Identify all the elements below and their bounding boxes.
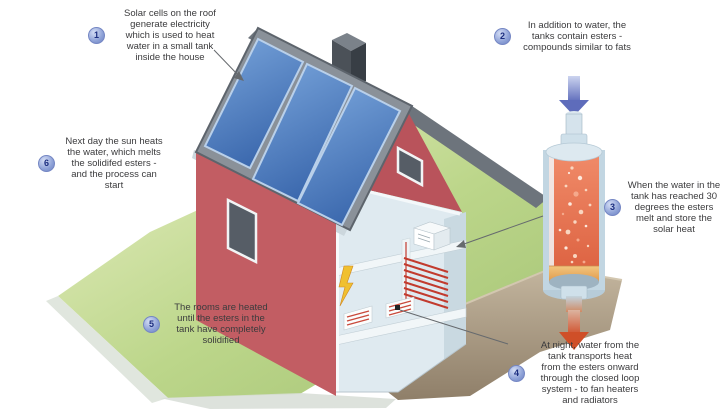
grass-edge-path (46, 296, 168, 403)
callout-line (395, 305, 509, 345)
step-1-text: Solar cells on the roof generate electri… (124, 8, 216, 63)
callout-line (456, 215, 544, 248)
roof (194, 26, 414, 232)
step-3-badge: 3 (604, 199, 621, 216)
fan-heater (413, 221, 451, 251)
house (192, 26, 548, 396)
step-3-text: When the water in the tank has reached 3… (627, 180, 720, 235)
step-6-text: Next day the sun heats the water, which … (65, 136, 163, 191)
step-2-badge: 2 (494, 28, 511, 45)
solar-panel (203, 37, 305, 170)
solar-panel (296, 86, 402, 227)
gable-window (396, 145, 424, 188)
step-2-text: In addition to water, the tanks contain … (523, 20, 631, 53)
front-wall (196, 152, 336, 396)
step-5-badge: 5 (143, 315, 160, 333)
tank-fluid (549, 156, 599, 282)
callout-step-5: 5 The rooms are heated until the esters … (143, 302, 277, 346)
gable-wall (368, 112, 462, 212)
ester-particles (558, 166, 592, 264)
callout-step-3: 3 When the water in the tank has reached… (604, 180, 720, 235)
path-strip (160, 393, 396, 409)
radiator (343, 305, 373, 331)
heat-storage-tank (543, 76, 605, 350)
callout-lines (213, 49, 544, 345)
lightning-bolt-icon (338, 265, 354, 307)
callout-step-4: 4 At night, water from the tank transpor… (508, 340, 650, 406)
house-interior-cutaway (333, 190, 467, 393)
step-5-text: The rooms are heated until the esters in… (174, 302, 268, 346)
callout-step-2: 2 In addition to water, the tanks contai… (494, 20, 638, 53)
callout-line (213, 49, 244, 81)
step-6-badge: 6 (38, 155, 55, 172)
solar-panels (203, 37, 402, 227)
hot-water-arrow-icon (559, 310, 589, 350)
heating-coil (403, 257, 449, 309)
step-4-text: At night, water from the tank transports… (540, 340, 640, 406)
step-1-badge: 1 (88, 27, 105, 44)
step-4-badge: 4 (508, 364, 525, 382)
callout-step-1: 1 Solar cells on the roof generate elect… (88, 8, 230, 63)
window (226, 197, 258, 265)
cold-water-arrow-icon (559, 76, 589, 116)
callout-step-6: 6 Next day the sun heats the water, whic… (38, 136, 168, 191)
